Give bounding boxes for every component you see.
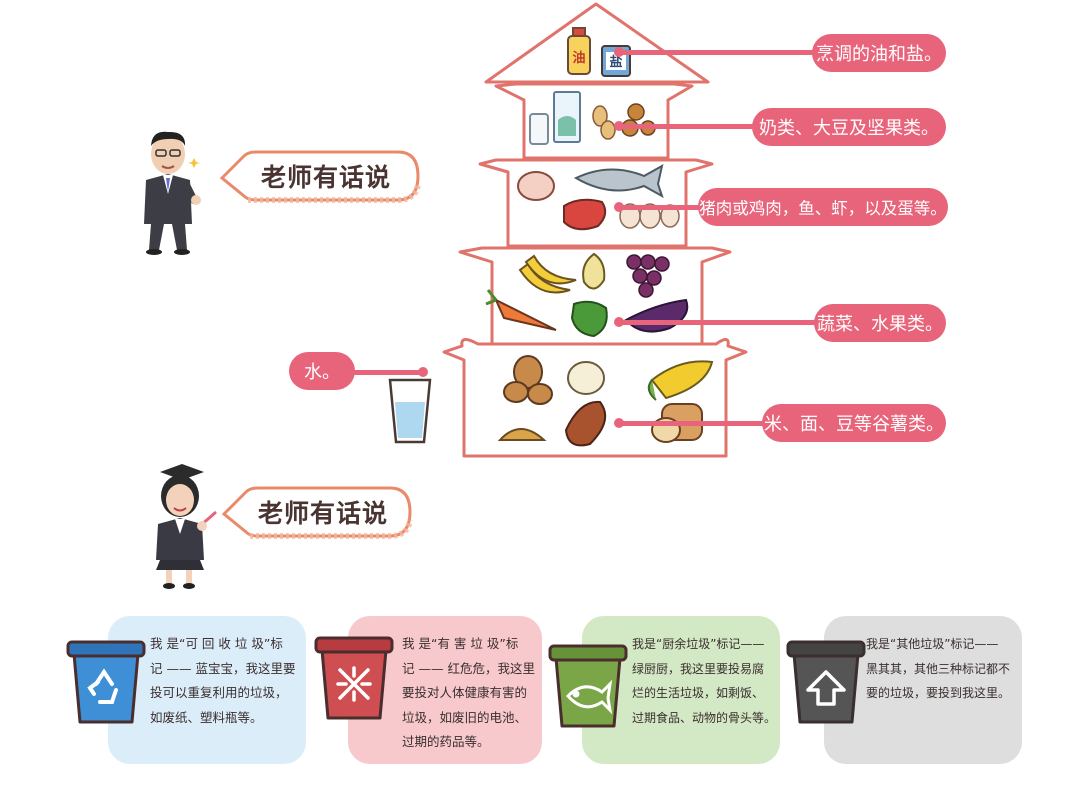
text-line: 要投对人体健康有害的 (402, 685, 528, 700)
kitchen-waste-bin (548, 644, 628, 728)
peanuts-icon (592, 105, 616, 140)
text-line: 投可以重复利用的垃圾， (150, 685, 288, 700)
text-line: 记 —— 红危危，我这里 (402, 660, 535, 676)
text-line: 如废纸、塑料瓶等。 (150, 709, 263, 725)
corn-icon (647, 360, 714, 401)
oil-label: 油 (572, 50, 585, 66)
banana-icon (518, 254, 577, 294)
other-waste-bin (786, 640, 866, 724)
text-line: 垃圾，如废旧的电池、 (402, 709, 528, 725)
male-teacher-avatar-icon (144, 131, 201, 255)
recyclable-bin (66, 640, 146, 724)
hazardous-bin (314, 636, 394, 720)
connector-dot (614, 202, 624, 212)
text-line: 黑其其，其他三种标记都不 (866, 661, 1011, 676)
connector-line (620, 124, 760, 129)
connector-line (620, 421, 770, 426)
bin-card-text-kitchen-waste: 我是“厨余垃圾”标记—— 绿厨厨，我这里要投易腐 烂的生活垃圾，如剩饭、 过期食… (632, 632, 780, 730)
pyramid-level-label-oil-salt: 烹调的油和盐。 (812, 34, 946, 72)
pepper-icon (570, 300, 608, 338)
text-line: 我 是“可 回 收 垃 圾”标 (150, 636, 283, 651)
connector-line (620, 50, 820, 55)
bin-card-text-other-waste: 我是“其他垃圾”标记—— 黑其其，其他三种标记都不 要的垃圾，要投到我这里。 (866, 632, 1020, 706)
connector-line (620, 205, 706, 210)
bin-card-text-hazardous: 我 是“有 害 垃 圾”标 记 —— 红危危，我这里 要投对人体健康有害的 垃圾… (402, 632, 542, 755)
salt-label: 盐 (609, 54, 622, 70)
grapes-icon (626, 254, 670, 298)
text-line: 过期的药品等。 (402, 734, 490, 749)
food-pyramid-pagoda: 油 盐 (442, 2, 748, 458)
teacher-avatar-1 (132, 128, 204, 256)
teacher-note-label: 老师有话说 (257, 499, 388, 528)
hazard-icon (336, 666, 372, 702)
teacher-avatar-2 (142, 462, 222, 590)
potato-icon (503, 355, 553, 405)
eggs-icon (619, 203, 680, 229)
bin-card-text-recyclable: 我 是“可 回 收 垃 圾”标 记 —— 蓝宝宝，我这里要 投可以重复利用的垃圾… (150, 632, 302, 730)
connector-line (620, 320, 820, 325)
text-line: 记 —— 蓝宝宝，我这里要 (150, 660, 296, 676)
teacher-note-label: 老师有话说 (260, 163, 391, 192)
water-label: 水。 (289, 352, 355, 390)
text-line: 烂的生活垃圾，如剩饭、 (632, 686, 765, 700)
grain-icon (497, 428, 547, 441)
milk-glass-icon (529, 113, 549, 145)
meat-icon (563, 198, 607, 231)
pyramid-level-label-grains: 米、面、豆等谷薯类。 (762, 404, 946, 442)
oil-bottle-icon: 油 (567, 27, 591, 75)
fish-bone-icon (565, 679, 613, 715)
female-teacher-avatar-icon (156, 464, 217, 589)
carrot-icon (485, 289, 557, 331)
connector-dot (418, 367, 428, 377)
other-waste-icon (806, 670, 846, 706)
pyramid-level-label-vegetables-fruit: 蔬菜、水果类。 (814, 304, 946, 342)
text-line: 绿厨厨，我这里要投易腐 (632, 661, 765, 676)
connector-line (340, 370, 424, 375)
connector-dot (614, 418, 624, 428)
text-line: 我是“其他垃圾”标记—— (866, 637, 999, 651)
text-line: 要的垃圾，要投到我这里。 (866, 686, 1011, 700)
water-glass-icon (388, 378, 432, 444)
bun-icon (567, 361, 605, 395)
fish-icon (573, 164, 664, 199)
pyramid-level-label-meat-fish-eggs: 猪肉或鸡肉，鱼、虾，以及蛋等。 (698, 188, 948, 226)
pyramid-level-label-dairy-nuts: 奶类、大豆及坚果类。 (752, 108, 946, 146)
sweet-potato-icon (564, 400, 607, 447)
pear-icon (582, 252, 606, 290)
connector-dot (614, 317, 624, 327)
chicken-icon (517, 171, 555, 201)
text-line: 我是“厨余垃圾”标记—— (632, 637, 765, 651)
recycle-icon (87, 668, 118, 704)
teacher-note-badge-1: 老师有话说 (218, 146, 424, 206)
teacher-note-badge-2: 老师有话说 (220, 482, 416, 542)
connector-dot (614, 121, 624, 131)
text-line: 我 是“有 害 垃 圾”标 (402, 636, 519, 651)
text-line: 过期食品、动物的骨头等。 (632, 710, 777, 725)
connector-dot (614, 47, 624, 57)
